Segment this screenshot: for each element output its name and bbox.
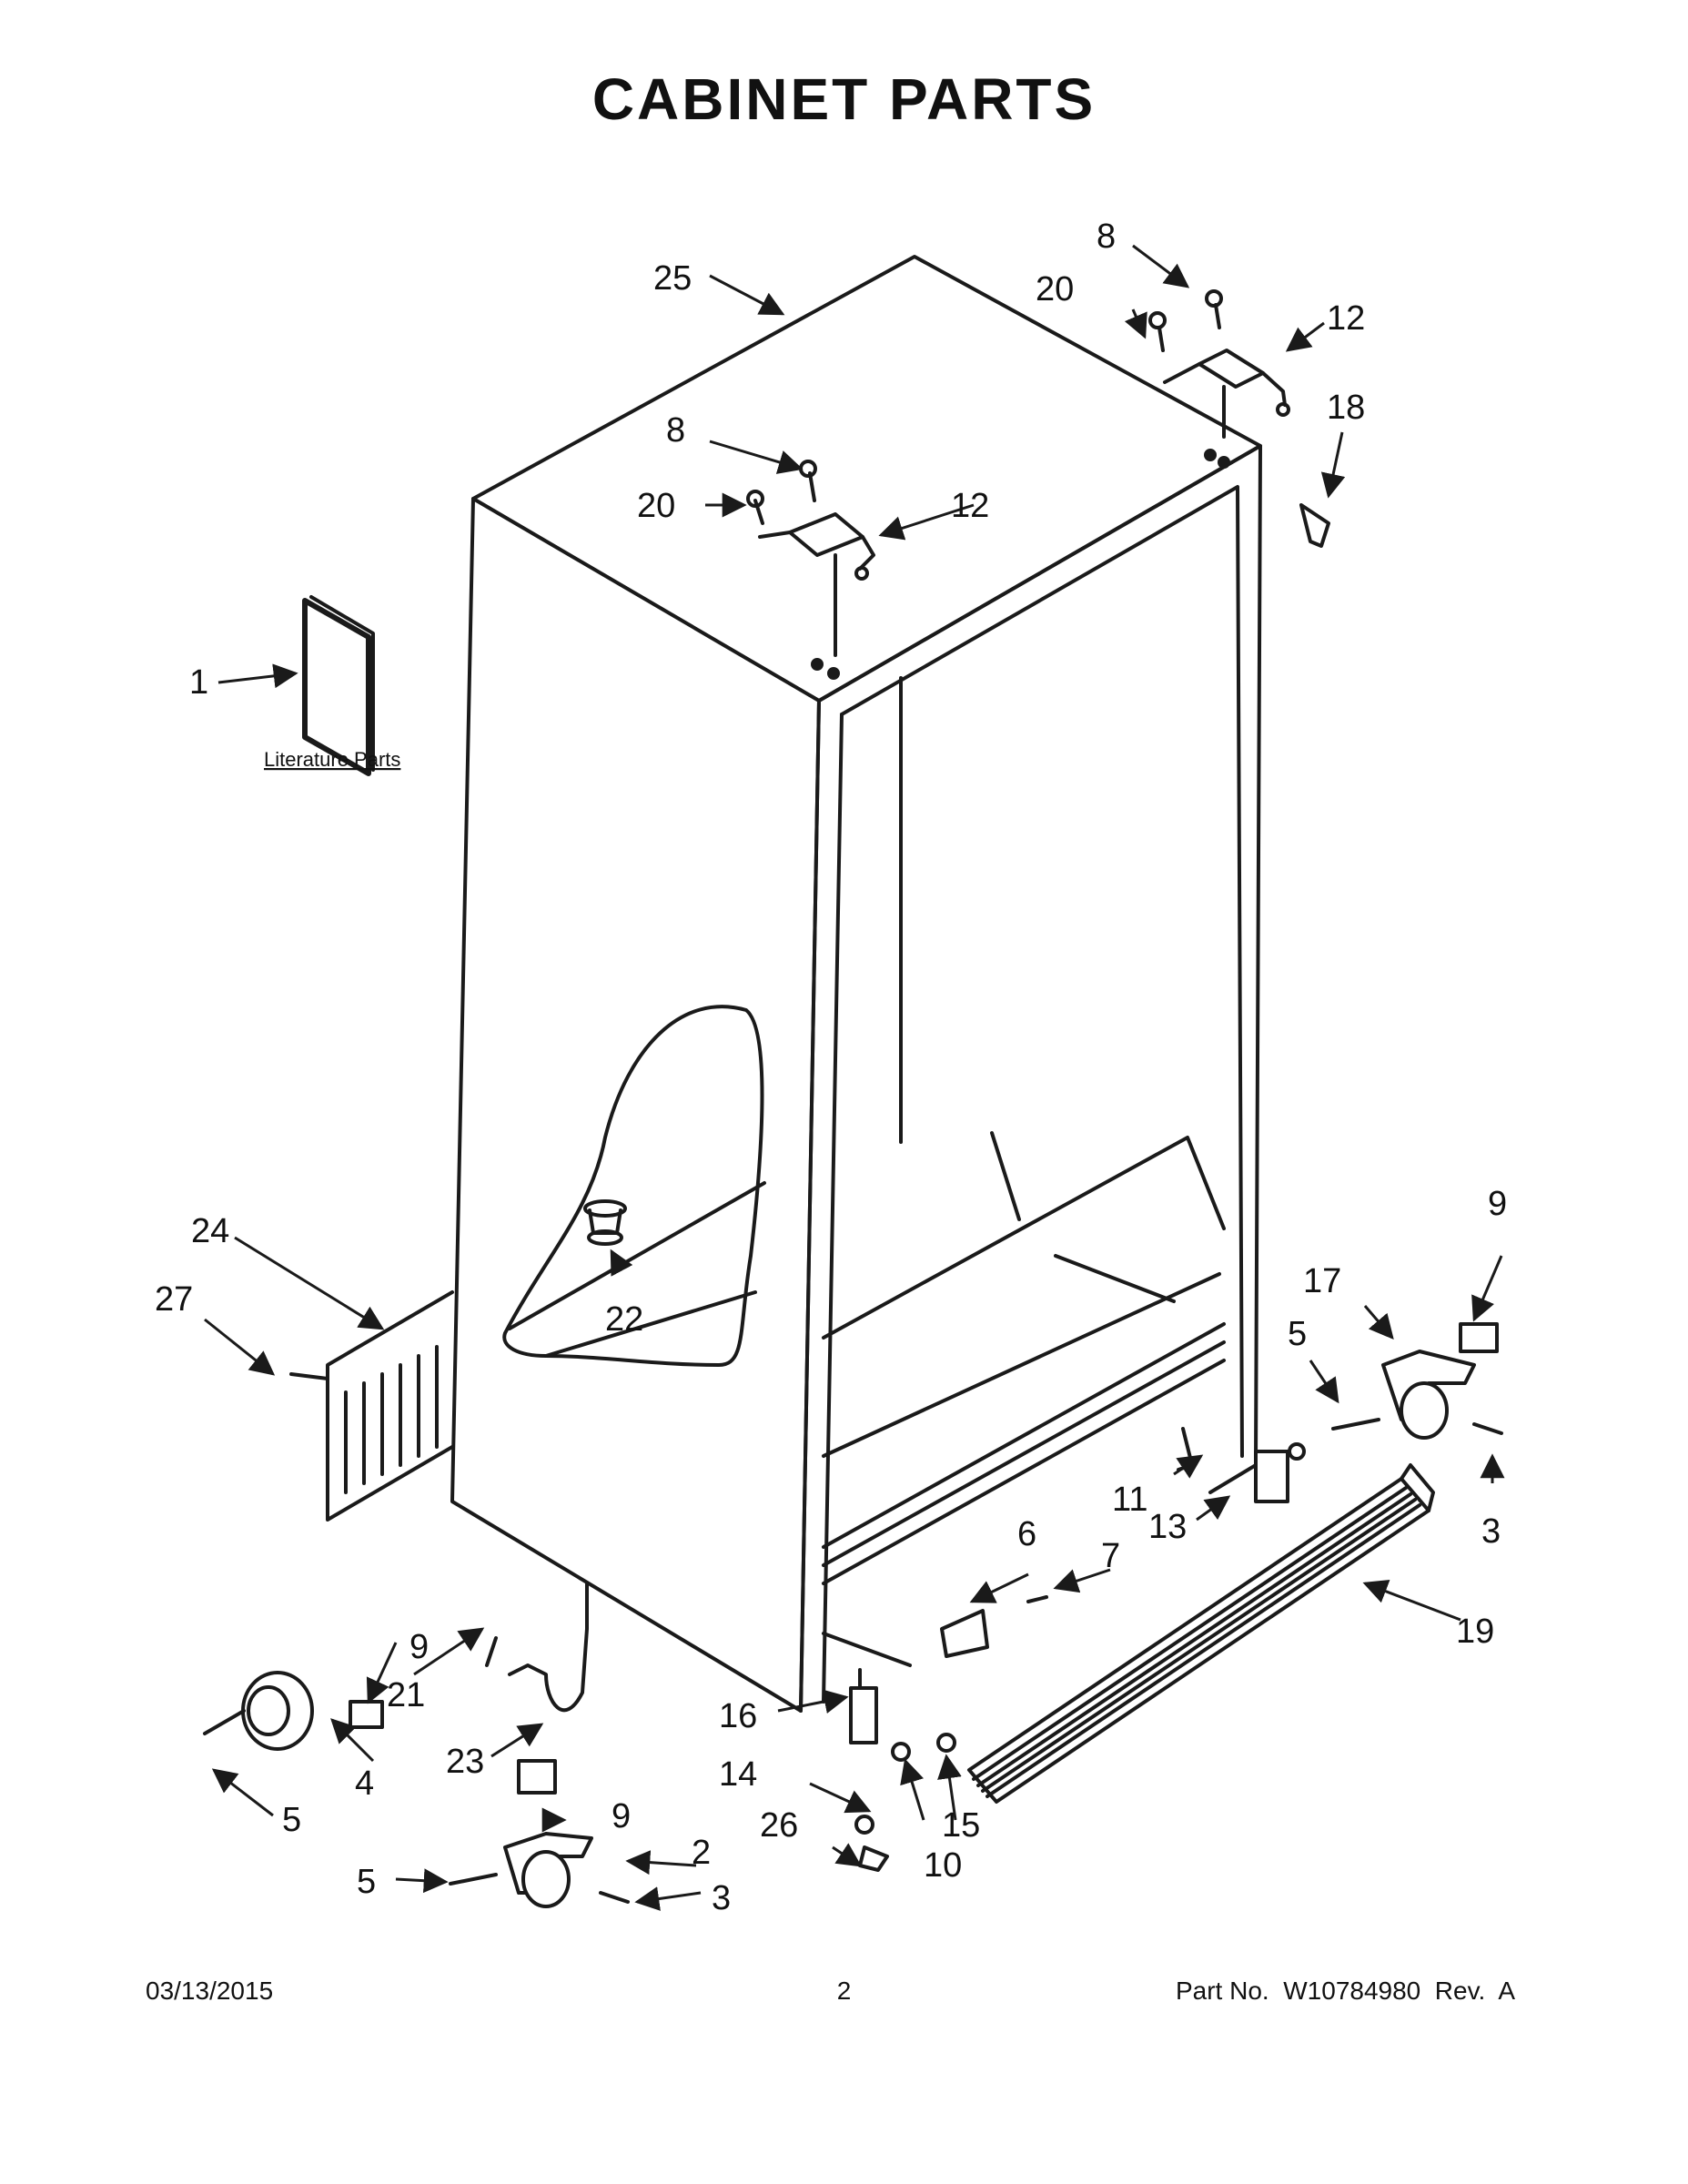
callout-12-left: 12 <box>951 487 989 525</box>
literature-booklet <box>302 595 375 776</box>
callout-17: 17 <box>1303 1262 1341 1300</box>
callout-18: 18 <box>1327 389 1365 427</box>
callout-15: 15 <box>942 1806 980 1845</box>
callout-19: 19 <box>1456 1613 1494 1651</box>
page-title: CABINET PARTS <box>591 66 1097 132</box>
front-roller-left <box>349 1700 630 1908</box>
callout-4: 4 <box>355 1764 374 1803</box>
callout-1: 1 <box>189 663 208 702</box>
callout-12-right: 12 <box>1327 299 1365 338</box>
callout-13: 13 <box>1148 1508 1187 1546</box>
callout-27: 27 <box>155 1280 193 1319</box>
callout-20-left: 20 <box>637 487 675 525</box>
callout-9-right: 9 <box>1488 1185 1507 1223</box>
callout-6: 6 <box>1017 1515 1036 1553</box>
floor-brackets <box>849 1595 1048 1872</box>
callout-14: 14 <box>719 1755 757 1794</box>
footer-part-number: Part No. W10784980 Rev. A <box>1175 1977 1515 2005</box>
footer-date: 03/13/2015 <box>146 1977 274 2005</box>
top-hinge-left <box>746 460 875 680</box>
callout-10: 10 <box>924 1846 962 1885</box>
callout-3-lower: 3 <box>712 1879 731 1917</box>
footer-page-number: 2 <box>836 1977 852 2005</box>
top-hinge-right <box>1148 289 1330 548</box>
front-roller-right <box>1331 1322 1503 1440</box>
callout-9-mid: 9 <box>409 1628 429 1666</box>
callout-5-left: 5 <box>282 1801 301 1839</box>
toe-grille <box>967 1463 1435 1804</box>
literature-parts-label: Literature Parts <box>264 748 400 771</box>
callout-3-right: 3 <box>1481 1512 1501 1551</box>
callout-22: 22 <box>605 1300 643 1339</box>
leader-arrows <box>204 244 1505 1911</box>
callout-11: 11 <box>1112 1481 1147 1519</box>
callout-16: 16 <box>719 1697 757 1735</box>
callout-20-right: 20 <box>1036 270 1074 308</box>
drain-tube <box>485 1582 589 1713</box>
callout-25: 25 <box>653 259 692 298</box>
callout-labels: 1 25 8 20 12 8 20 12 18 24 27 22 9 17 5 … <box>155 217 1507 1917</box>
callout-5-lower: 5 <box>357 1863 376 1901</box>
callout-7: 7 <box>1101 1537 1120 1575</box>
rear-wheel-left <box>203 1671 314 1751</box>
rear-access-panel <box>289 1290 454 1522</box>
callout-9-lower: 9 <box>612 1797 631 1835</box>
callout-24: 24 <box>191 1212 229 1250</box>
cabinet-cutaway <box>502 1005 766 1367</box>
callout-26: 26 <box>760 1806 798 1845</box>
callout-23: 23 <box>446 1743 484 1781</box>
callout-21: 21 <box>387 1676 425 1714</box>
callout-2: 2 <box>692 1834 711 1872</box>
callout-8-left: 8 <box>666 411 685 450</box>
callout-5-right: 5 <box>1288 1315 1307 1353</box>
callout-8-right: 8 <box>1097 217 1116 256</box>
